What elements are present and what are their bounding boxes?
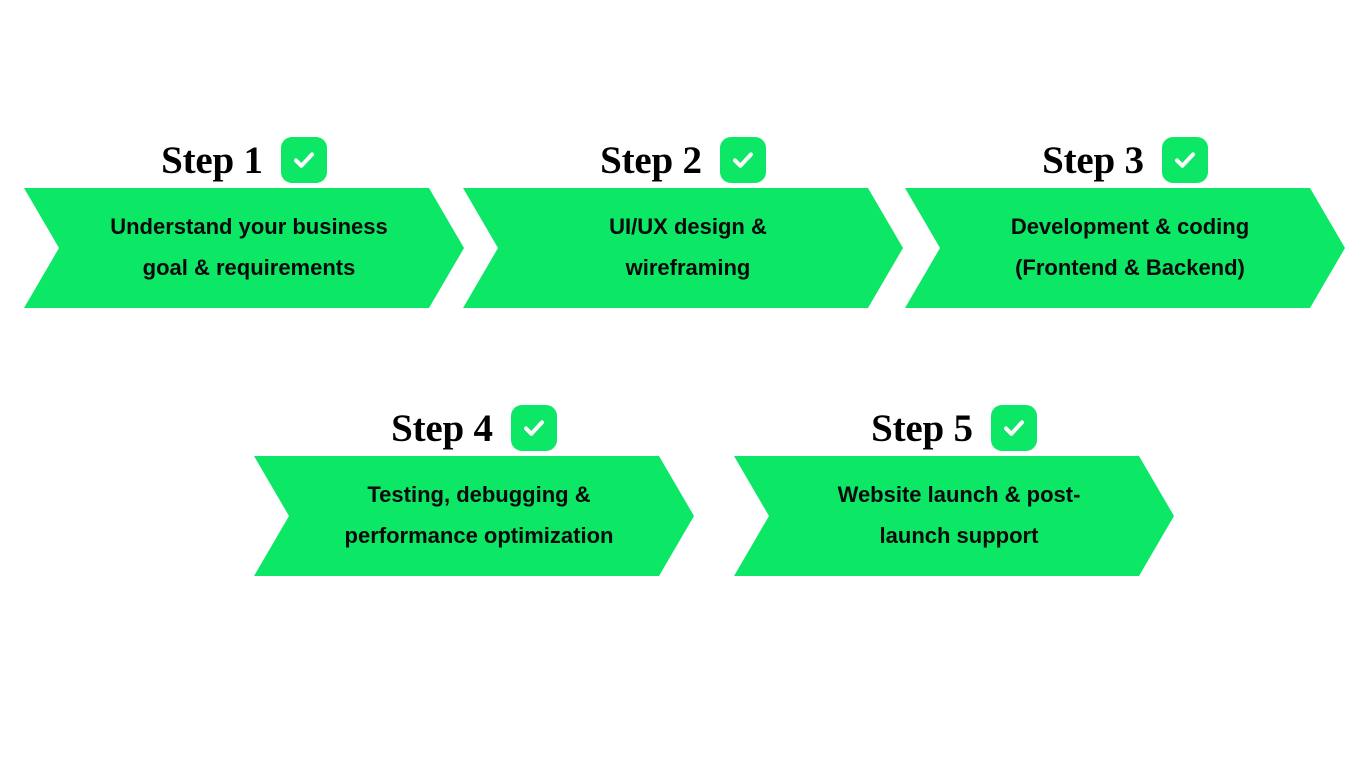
step-arrow-line: UI/UX design &	[609, 214, 767, 240]
step-header-2: Step 2	[463, 132, 903, 188]
step-arrow-5: Website launch & post- launch support	[734, 456, 1174, 576]
step-group-5: Step 5 Website launch & post- launch sup…	[734, 400, 1174, 576]
check-badge-icon-2	[719, 137, 766, 183]
step-group-3: Step 3 Development & coding (Frontend & …	[905, 132, 1345, 308]
step-arrow-line: Development & coding	[1010, 214, 1250, 240]
step-header-1: Step 1	[24, 132, 464, 188]
step-arrow-text-4: Testing, debugging & performance optimiz…	[254, 475, 694, 557]
step-header-5: Step 5	[734, 400, 1174, 456]
step-title-5: Step 5	[871, 406, 973, 450]
step-title-3: Step 3	[1042, 138, 1144, 182]
step-arrow-line: launch support	[879, 523, 1039, 548]
step-arrow-2: UI/UX design & wireframing	[463, 188, 903, 308]
step-arrow-text-2: UI/UX design & wireframing	[463, 207, 903, 289]
check-badge-icon-1	[280, 137, 327, 183]
step-group-1: Step 1 Understand your business goal & r…	[24, 132, 464, 308]
step-group-2: Step 2 UI/UX design & wireframing	[463, 132, 903, 308]
step-arrow-3: Development & coding (Frontend & Backend…	[905, 188, 1345, 308]
step-title-4: Step 4	[391, 406, 493, 450]
step-arrow-1: Understand your business goal & requirem…	[24, 188, 464, 308]
check-badge-icon-4	[510, 405, 557, 451]
step-arrow-4: Testing, debugging & performance optimiz…	[254, 456, 694, 576]
step-arrow-line: Website launch & post-	[837, 482, 1081, 508]
step-arrow-line: wireframing	[625, 255, 751, 280]
step-arrow-text-3: Development & coding (Frontend & Backend…	[905, 207, 1345, 289]
step-arrow-line: performance optimization	[344, 523, 614, 548]
step-title-1: Step 1	[161, 138, 263, 182]
step-title-2: Step 2	[600, 138, 702, 182]
step-group-4: Step 4 Testing, debugging & performance …	[254, 400, 694, 576]
step-arrow-line: Testing, debugging &	[367, 482, 591, 508]
check-badge-icon-3	[1161, 137, 1208, 183]
step-header-4: Step 4	[254, 400, 694, 456]
check-badge-icon-5	[990, 405, 1037, 451]
step-arrow-line: (Frontend & Backend)	[1015, 255, 1245, 280]
step-arrow-line: goal & requirements	[142, 255, 356, 280]
step-arrow-line: Understand your business	[110, 214, 388, 240]
step-arrow-text-1: Understand your business goal & requirem…	[24, 207, 464, 289]
step-header-3: Step 3	[905, 132, 1345, 188]
step-arrow-text-5: Website launch & post- launch support	[734, 475, 1174, 557]
